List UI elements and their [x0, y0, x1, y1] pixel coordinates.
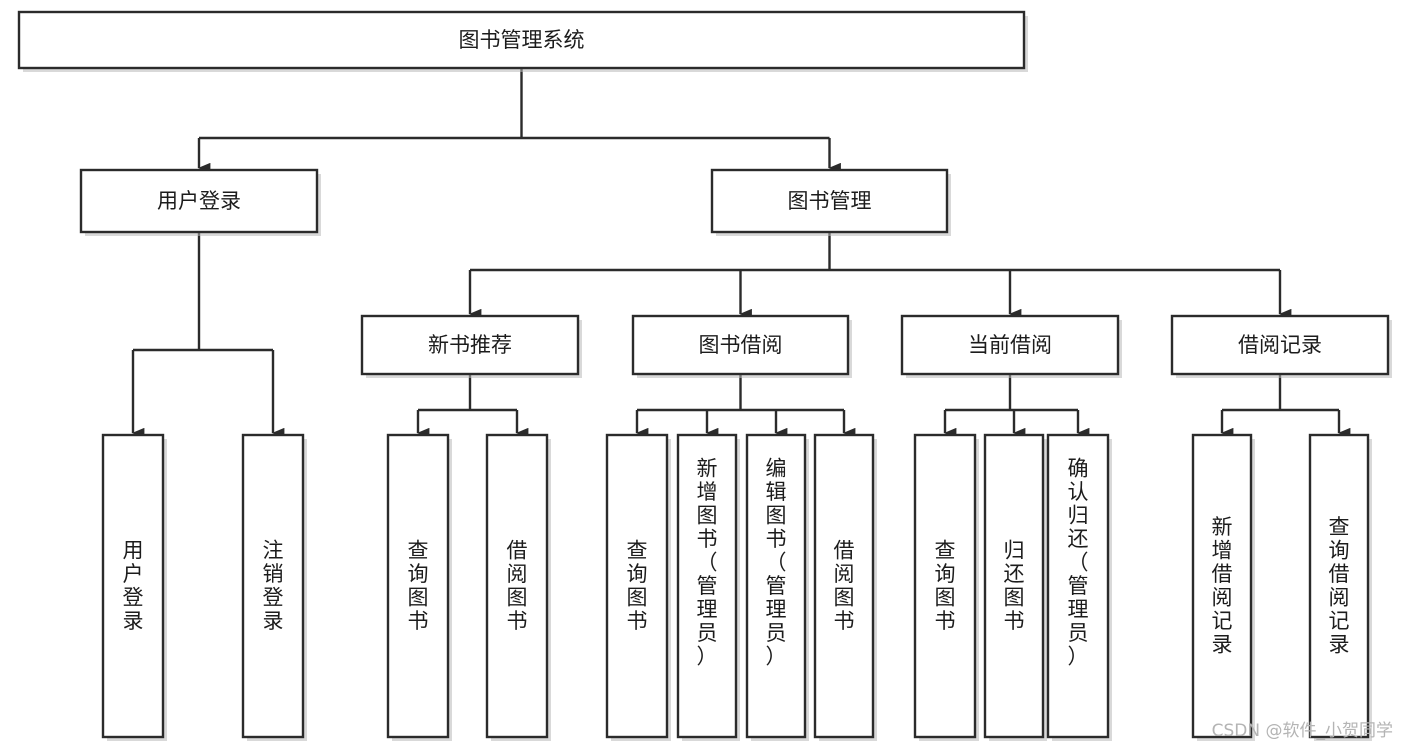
leaf-node-3-rect [485, 433, 549, 739]
node-level3-3-label: 借阅记录 [1238, 333, 1322, 357]
leaf-node-5-rect [676, 433, 738, 739]
watermark-text: CSDN @软件_小贺同学 [1211, 721, 1393, 741]
node-level3-1[interactable]: 图书借阅 [631, 314, 850, 376]
box-layer: 图书管理系统用户登录图书管理新书推荐图书借阅当前借阅借阅记录用户登录注销登录查询… [17, 10, 1390, 739]
leaf-node-4-label: 查询图书 [627, 538, 648, 633]
leaf-node-6[interactable]: 编辑图书（管理员） [745, 433, 807, 739]
node-level3-3[interactable]: 借阅记录 [1170, 314, 1390, 376]
leaf-node-11-label: 新增借阅记录 [1212, 515, 1233, 657]
node-level3-0[interactable]: 新书推荐 [360, 314, 580, 376]
node-level2-0-label: 用户登录 [157, 189, 241, 213]
leaf-node-8-rect [913, 433, 977, 739]
leaf-node-6-label: 编辑图书（管理员） [766, 456, 787, 668]
leaf-node-2-label: 查询图书 [408, 538, 429, 633]
leaf-node-5[interactable]: 新增图书（管理员） [676, 433, 738, 739]
leaf-node-9-rect [983, 433, 1045, 739]
leaf-node-4[interactable]: 查询图书 [605, 433, 669, 739]
leaf-node-11[interactable]: 新增借阅记录 [1191, 433, 1253, 739]
leaf-node-9[interactable]: 归还图书 [983, 433, 1045, 739]
leaf-node-10[interactable]: 确认归还（管理员） [1046, 433, 1110, 739]
leaf-node-12[interactable]: 查询借阅记录 [1308, 433, 1370, 739]
leaf-node-6-rect [745, 433, 807, 739]
leaf-node-5-label: 新增图书（管理员） [697, 456, 718, 668]
node-level2-1[interactable]: 图书管理 [710, 168, 949, 234]
leaf-node-3-label: 借阅图书 [507, 538, 528, 633]
node-level2-1-label: 图书管理 [788, 189, 872, 213]
leaf-node-9-label: 归还图书 [1004, 538, 1025, 633]
node-level2-1-rect [710, 168, 949, 234]
leaf-node-0-rect [101, 433, 165, 739]
leaf-node-3[interactable]: 借阅图书 [485, 433, 549, 739]
node-level3-2-rect [900, 314, 1120, 376]
node-level2-0[interactable]: 用户登录 [79, 168, 319, 234]
leaf-node-2[interactable]: 查询图书 [386, 433, 450, 739]
leaf-node-7[interactable]: 借阅图书 [813, 433, 875, 739]
node-level3-1-label: 图书借阅 [699, 333, 783, 357]
node-root-book-management-system-rect [17, 10, 1026, 70]
leaf-node-0[interactable]: 用户登录 [101, 433, 165, 739]
node-level3-2-label: 当前借阅 [968, 333, 1052, 357]
leaf-node-12-label: 查询借阅记录 [1329, 515, 1350, 657]
leaf-node-8-label: 查询图书 [935, 538, 956, 633]
leaf-node-1[interactable]: 注销登录 [241, 433, 305, 739]
leaf-node-4-rect [605, 433, 669, 739]
leaf-node-7-rect [813, 433, 875, 739]
leaf-node-2-rect [386, 433, 450, 739]
node-root-book-management-system-label: 图书管理系统 [459, 28, 585, 52]
leaf-node-7-label: 借阅图书 [834, 538, 855, 633]
leaf-node-10-label: 确认归还（管理员） [1068, 456, 1089, 668]
node-level3-3-rect [1170, 314, 1390, 376]
leaf-node-8[interactable]: 查询图书 [913, 433, 977, 739]
node-level3-0-label: 新书推荐 [428, 333, 512, 357]
leaf-node-0-label: 用户登录 [123, 538, 144, 633]
leaf-node-1-label: 注销登录 [263, 538, 284, 633]
leaf-node-10-rect [1046, 433, 1110, 739]
node-level3-0-rect [360, 314, 580, 376]
leaf-node-12-rect [1308, 433, 1370, 739]
node-root-book-management-system[interactable]: 图书管理系统 [17, 10, 1026, 70]
node-level2-0-rect [79, 168, 319, 234]
leaf-node-1-rect [241, 433, 305, 739]
node-level3-2[interactable]: 当前借阅 [900, 314, 1120, 376]
node-level3-1-rect [631, 314, 850, 376]
connector-layer [131, 68, 1351, 439]
leaf-node-11-rect [1191, 433, 1253, 739]
